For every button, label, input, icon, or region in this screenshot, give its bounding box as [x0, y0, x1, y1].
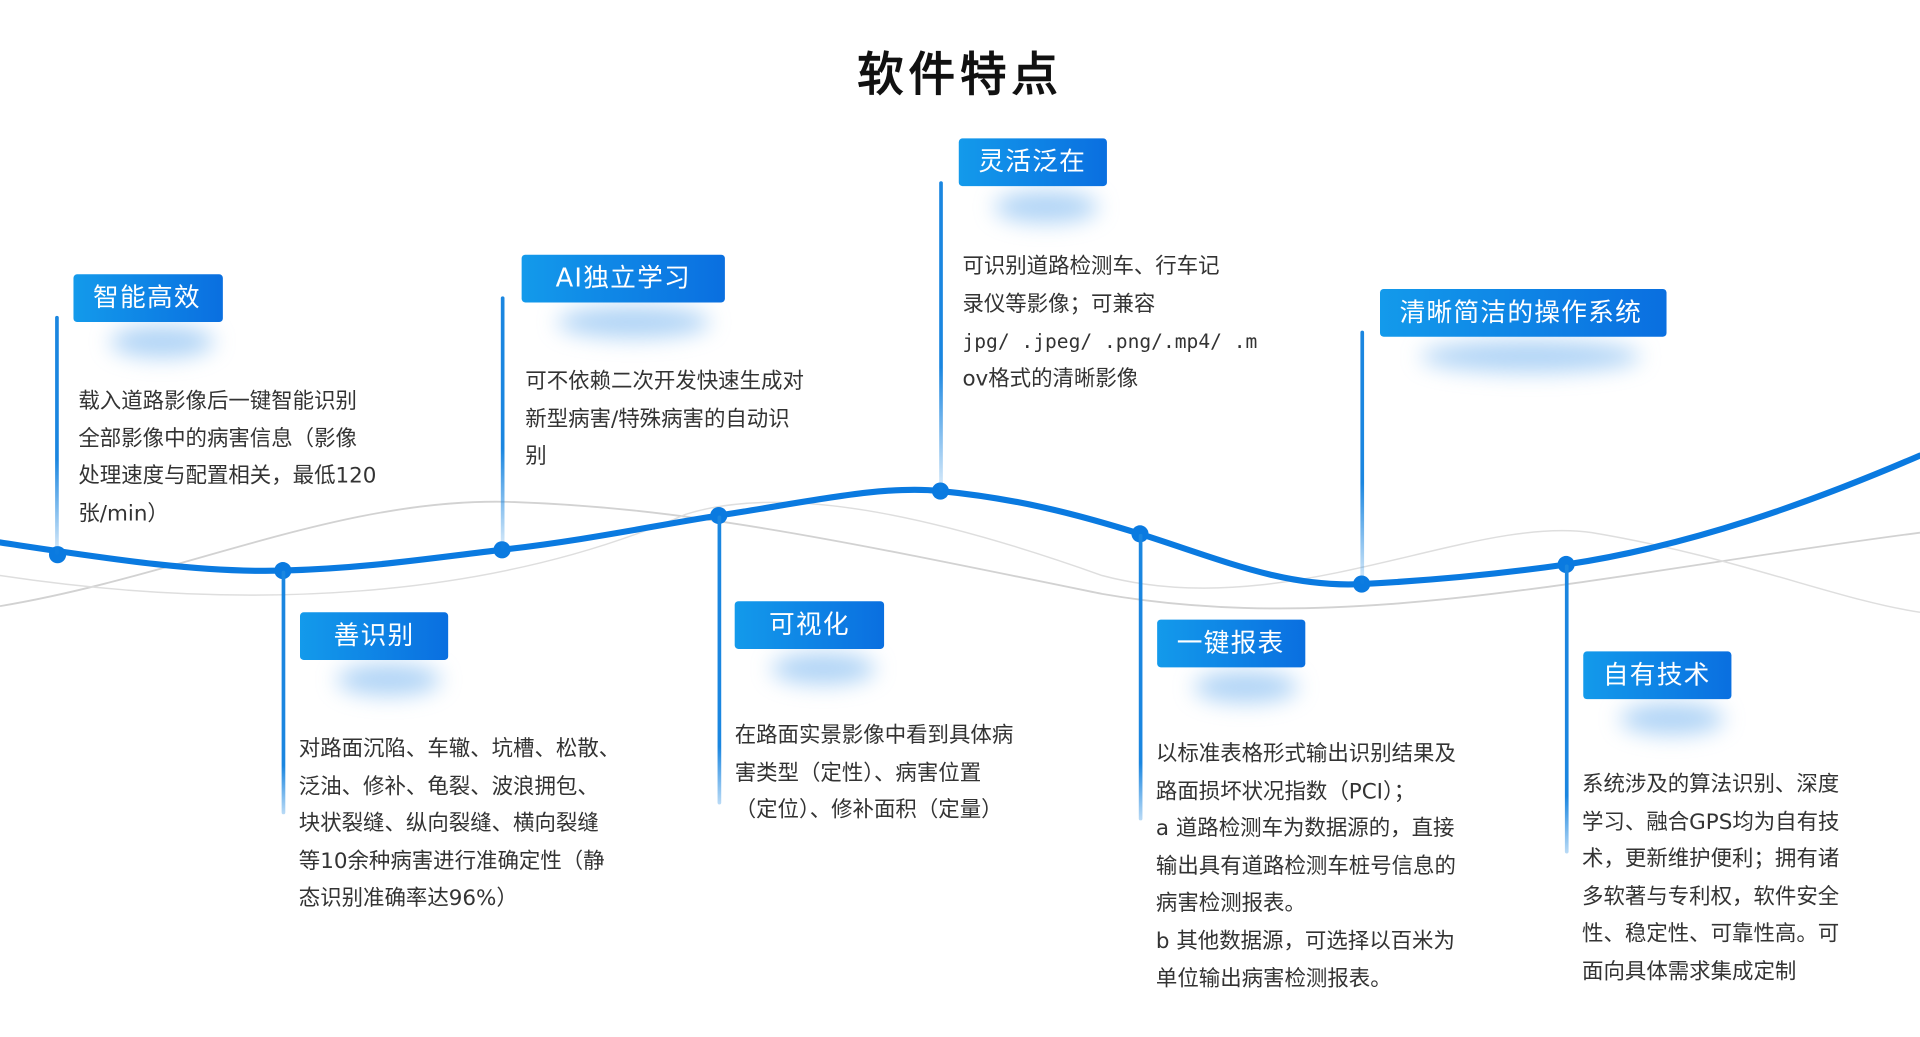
timeline-node: [931, 482, 949, 500]
main-wave: [0, 452, 1920, 588]
connector-line: [55, 315, 59, 555]
timeline-node: [1131, 525, 1149, 543]
desc-line: 面向具体需求集成定制: [1582, 959, 1797, 985]
feature-desc-one-click-report: 以标准表格形式输出识别结果及 路面损坏状况指数（PCI）； a 道路检测车为数据…: [1156, 736, 1456, 998]
desc-line: 术，更新维护便利；拥有诸: [1582, 847, 1840, 873]
connector-line: [1564, 564, 1569, 854]
desc-line: 张/min）: [78, 501, 169, 527]
connector-line: [500, 296, 505, 550]
desc-line: a 道路检测车为数据源的，直接: [1155, 816, 1455, 842]
feature-badge-recognition: 善识别: [300, 612, 449, 661]
feature-desc-own-technology: 系统涉及的算法识别、深度 学习、融合GPS均为自有技 术，更新维护便利；拥有诸 …: [1582, 767, 1839, 992]
timeline-node: [1557, 555, 1575, 574]
feature-badge-one-click-report: 一键报表: [1157, 619, 1306, 668]
desc-line: 系统涉及的算法识别、深度: [1582, 772, 1840, 798]
desc-line: 处理速度与配置相关，最低120: [78, 464, 377, 489]
desc-line: 病害检测报表。: [1155, 891, 1306, 917]
timeline-node: [493, 541, 511, 559]
feature-badge-simple-os: 清晰简洁的操作系统: [1380, 288, 1667, 337]
feature-badge-visualization: 可视化: [734, 601, 885, 649]
desc-line: 性、稳定性、可靠性高。可: [1582, 922, 1840, 947]
feature-desc-flexible: 可识别道路检测车、行车记 录仪等影像；可兼容 jpg/ .jpeg/ .png/…: [962, 249, 1257, 399]
desc-line: 等10余种病害进行准确定性（静: [298, 849, 605, 875]
timeline-node: [710, 506, 728, 525]
desc-line: 录仪等影像；可兼容: [962, 292, 1156, 317]
feature-desc-recognition: 对路面沉陷、车辙、坑槽、松散、 泛油、修补、龟裂、波浪拥包、 块状裂缝、纵向裂缝…: [299, 731, 620, 918]
desc-line: ov格式的清晰影像: [962, 367, 1139, 392]
feature-desc-visualization: 在路面实景影像中看到具体病 害类型（定性）、病害位置 （定位）、修补面积（定量）: [735, 718, 1014, 830]
feature-badge-smart-efficient: 智能高效: [73, 274, 223, 323]
desc-line: 全部影像中的病害信息（影像: [78, 426, 357, 452]
feature-badge-ai-learning: AI独立学习: [521, 254, 725, 303]
feature-badge-own-technology: 自有技术: [1583, 651, 1732, 700]
desc-line: 单位输出病害检测报表。: [1155, 966, 1392, 992]
connector-line: [939, 181, 943, 492]
desc-line: 学习、融合GPS均为自有技: [1582, 810, 1840, 835]
connector-line: [1360, 330, 1365, 585]
desc-line: 在路面实景影像中看到具体病: [734, 723, 1014, 749]
desc-line: jpg/ .jpeg/ .png/.mp4/ .m: [962, 329, 1258, 353]
gray-wave-1: [0, 500, 1920, 610]
desc-line: 可不依赖二次开发快速生成对: [525, 369, 804, 395]
feature-badge-flexible: 灵活泛在: [958, 138, 1107, 187]
desc-line: b 其他数据源，可选择以百米为: [1155, 929, 1455, 954]
desc-line: 对路面沉陷、车辙、坑槽、松散、: [298, 737, 621, 762]
desc-line: 路面损坏状况指数（PCI）；: [1155, 779, 1416, 804]
connector-line: [281, 570, 286, 815]
timeline-node: [1353, 575, 1371, 593]
desc-line: 以标准表格形式输出识别结果及: [1155, 742, 1456, 767]
desc-line: 泛油、修补、龟裂、波浪拥包、: [298, 774, 599, 800]
desc-line: 载入道路影像后一键智能识别: [78, 389, 357, 414]
feature-desc-smart-efficient: 载入道路影像后一键智能识别 全部影像中的病害信息（影像 处理速度与配置相关，最低…: [78, 383, 376, 533]
gray-wave-2: [0, 501, 1920, 613]
feature-desc-ai-learning: 可不依赖二次开发快速生成对 新型病害/特殊病害的自动识 别: [525, 364, 804, 476]
desc-line: 输出具有道路检测车桩号信息的: [1155, 854, 1456, 879]
connector-line: [1138, 533, 1143, 821]
desc-line: 害类型（定性）、病害位置: [734, 761, 982, 786]
desc-line: 多软著与专利权，软件安全: [1582, 885, 1840, 910]
desc-line: 别: [525, 444, 547, 470]
timeline-node: [48, 546, 67, 564]
desc-line: 态识别准确率达96%）: [298, 886, 518, 912]
connector-line: [717, 515, 722, 805]
desc-line: 可识别道路检测车、行车记: [962, 254, 1220, 280]
desc-line: （定位）、修补面积（定量）: [734, 798, 1003, 824]
page-title: 软件特点: [857, 47, 1063, 102]
desc-line: 块状裂缝、纵向裂缝、横向裂缝: [298, 812, 599, 837]
desc-line: 新型病害/特殊病害的自动识: [525, 407, 790, 432]
